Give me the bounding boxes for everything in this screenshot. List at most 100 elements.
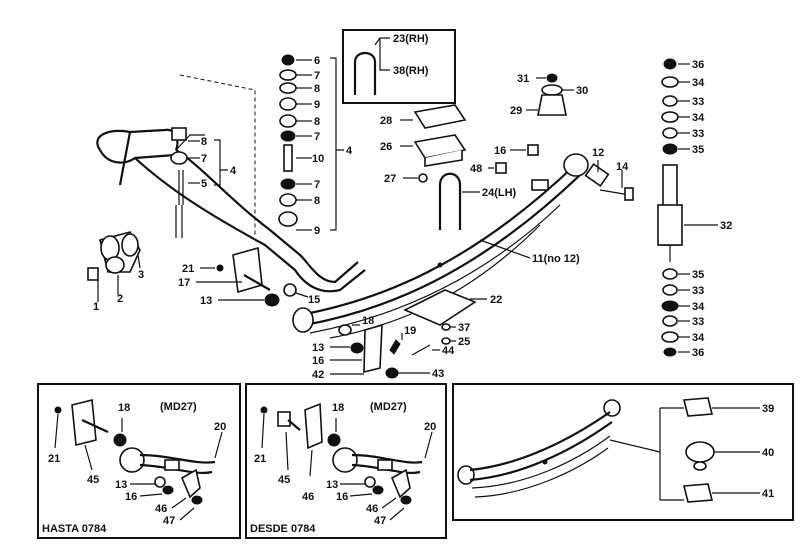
callout-29: 29 [510,105,522,117]
callout-30: 30 [576,85,588,97]
inset-desde-label-20: 20 [424,421,436,433]
callout-8: 8 [314,195,320,207]
shackle [584,160,634,201]
inset-hasta-label-47: 47 [163,515,175,527]
inset-hasta-model: (MD27) [160,401,197,413]
callout-6: 6 [314,55,320,67]
callout-8: 8 [314,83,320,95]
callout-4: 4 [230,165,237,177]
inset-leaf-label-40: 40 [762,447,774,459]
callout-4: 4 [346,145,353,157]
callout-35: 35 [692,144,704,156]
inset-hasta-label-20: 20 [214,421,226,433]
callout-5: 5 [201,178,207,190]
callout-7: 7 [314,70,320,82]
inset-desde-box [245,383,447,539]
callout-38-rh: 38(RH) [393,65,429,77]
callout-13: 13 [312,342,324,354]
callout-42: 42 [312,369,324,381]
inset-desde-label-16: 16 [336,491,348,503]
callout-31: 31 [517,73,529,85]
callout-27: 27 [384,173,396,185]
inset-hasta-label-18: 18 [118,402,130,414]
callout-17: 17 [178,277,190,289]
callout-22: 22 [490,294,502,306]
callout-36: 36 [692,59,704,71]
u-bolt-rh [353,37,390,95]
callout-37: 37 [458,322,470,334]
inset-desde-label-45: 45 [278,474,290,486]
callout-21: 21 [182,263,194,275]
callout-33: 33 [692,316,704,328]
callout-19: 19 [404,325,416,337]
callout-16: 16 [494,145,506,157]
stabilizer-bracket [87,231,141,302]
callout-33: 33 [692,96,704,108]
callout-32: 32 [720,220,732,232]
callout-14: 14 [616,161,629,173]
callout-25: 25 [458,336,470,348]
inset-hasta-label-13: 13 [115,479,127,491]
callout-43: 43 [432,368,444,380]
u-bolt-lh [438,172,462,230]
callout-10: 10 [312,153,324,165]
bump-stop [526,73,574,116]
callout-34: 34 [692,77,705,89]
inset-desde-caption: DESDE 0784 [250,523,316,535]
link-stack-left [188,139,228,186]
callout-26: 26 [380,141,392,153]
inset-desde-model: (MD27) [370,401,407,413]
lower-spring-parts [330,289,487,379]
inset-desde-label-13: 13 [326,479,338,491]
inset-desde-label-18: 18 [332,402,344,414]
callout-8: 8 [314,116,320,128]
callout-34: 34 [692,301,705,313]
inset-leaf-drawing [457,397,760,503]
callout-48: 48 [470,163,482,175]
callout-35: 35 [692,269,704,281]
front-hanger [196,246,309,307]
callout-9: 9 [314,225,320,237]
callout-12: 12 [592,147,604,159]
inset-desde-label-21: 21 [254,453,266,465]
callout-16: 16 [312,355,324,367]
inset-desde-label-46-left: 46 [302,491,314,503]
inset-desde-label-47: 47 [374,515,386,527]
callout-15: 15 [308,294,320,306]
callout-3: 3 [138,269,144,281]
callout-34: 34 [692,112,705,124]
inset-hasta-label-16: 16 [125,491,137,503]
inset-hasta-label-46: 46 [155,503,167,515]
link-stack-center [278,54,344,231]
inset-desde-drawing [260,402,433,521]
inset-leaf-label-39: 39 [762,403,774,415]
inset-hasta-box [37,383,241,539]
shock-absorber [657,58,718,357]
callout-2: 2 [117,293,123,305]
callout-18: 18 [362,315,374,327]
callout-33: 33 [692,128,704,140]
inset-hasta-label-21: 21 [48,453,60,465]
spring-plates [400,104,467,183]
inset-desde-label-46: 46 [366,503,378,515]
callout-44: 44 [442,345,455,357]
inset-leaf-label-41: 41 [762,488,774,500]
callout-28: 28 [380,115,392,127]
callout-8: 8 [201,136,207,148]
inset-hasta-caption: HASTA 0784 [42,523,107,535]
callout-36: 36 [692,347,704,359]
u-bolt-box [342,29,456,104]
inset-hasta-drawing [54,398,223,521]
callout-11-no-12: 11(no 12) [532,253,580,265]
callout-7: 7 [314,179,320,191]
callout-9: 9 [314,99,320,111]
callout-23-rh: 23(RH) [393,33,429,45]
stabilizer-bar [96,74,366,293]
callout-1: 1 [93,301,99,313]
inset-leaf-box [452,383,794,521]
callout-7: 7 [201,153,207,165]
callout-33: 33 [692,285,704,297]
callout-24-lh: 24(LH) [482,187,517,199]
